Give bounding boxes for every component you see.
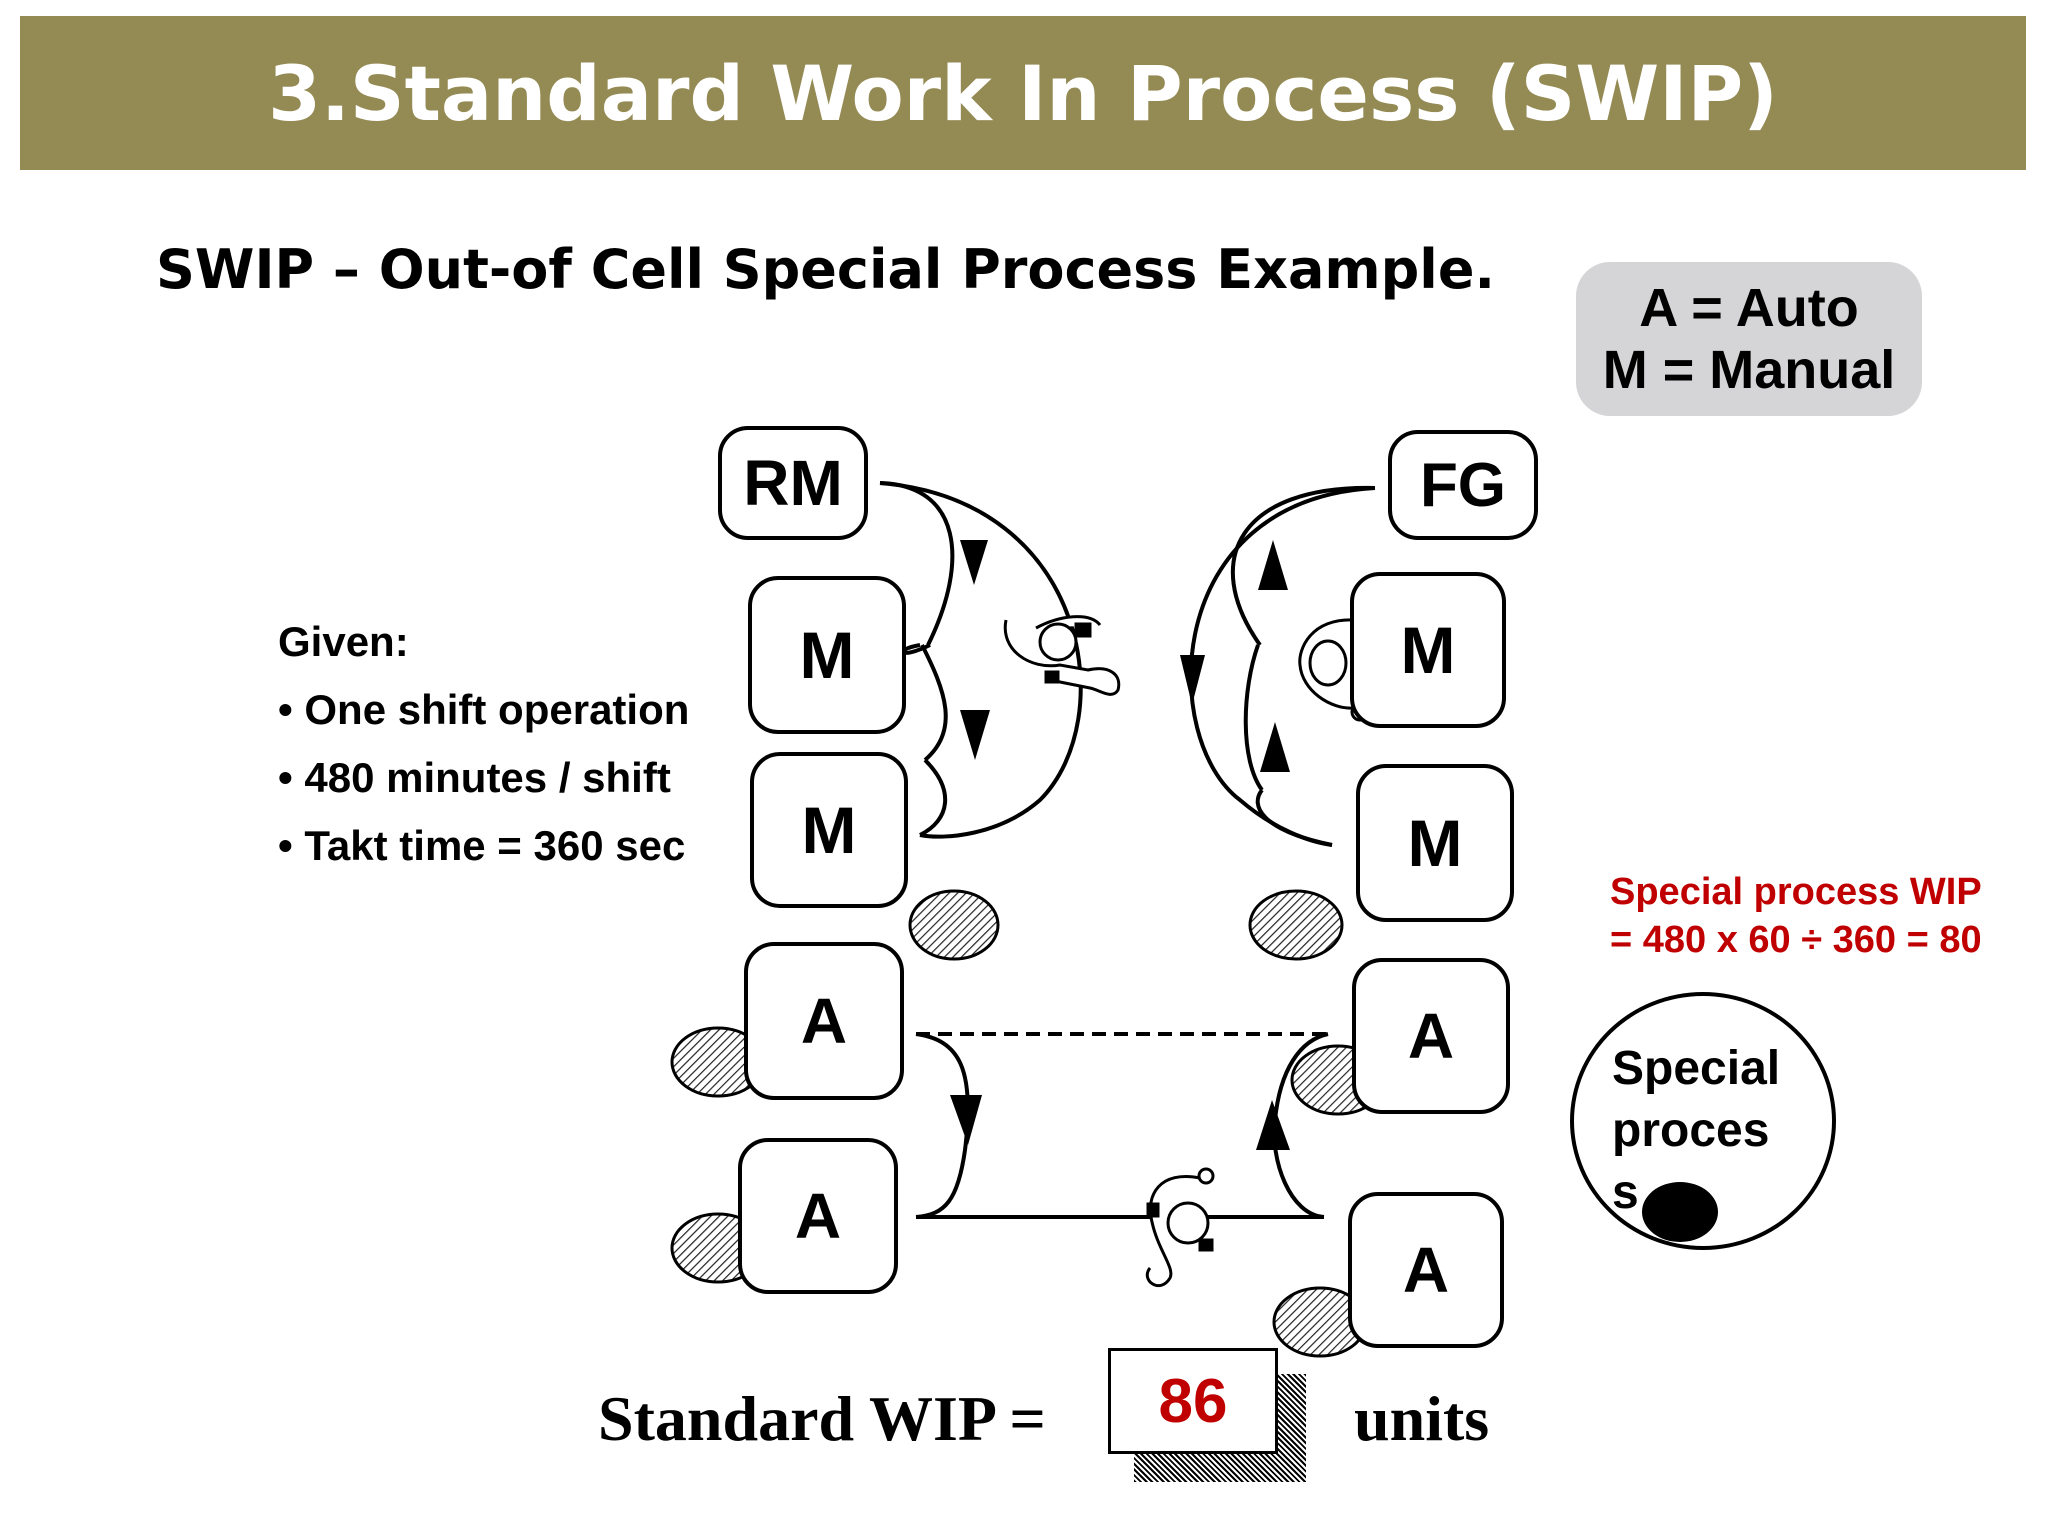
flow-arrow-left-auto: [915, 1032, 970, 1219]
arrowhead-down-2: [960, 710, 990, 760]
slide-subtitle: SWIP – Out-of Cell Special Process Examp…: [156, 238, 1495, 301]
station-left-auto-2: A: [738, 1138, 898, 1294]
flow-arrow-m-to-m: [920, 644, 948, 762]
given-heading: Given:: [278, 618, 409, 665]
special-process-wip-blob: [1642, 1182, 1718, 1242]
given-list: Given: • One shift operation • 480 minut…: [278, 608, 689, 880]
given-item: • One shift operation: [278, 686, 690, 733]
legend-box: A = Auto M = Manual: [1576, 262, 1922, 416]
wip-note-line: Special process WIP: [1610, 871, 1982, 913]
wip-oval: [908, 889, 1000, 961]
station-right-manual-2: M: [1356, 764, 1514, 922]
wip-oval: [1248, 889, 1344, 961]
station-right-auto-2: A: [1348, 1192, 1504, 1348]
station-right-manual-1: M: [1350, 572, 1506, 728]
flow-arrow-m-to-m-right: [1255, 788, 1333, 847]
operator-loop-right: [1188, 486, 1376, 847]
given-item: • Takt time = 360 sec: [278, 822, 686, 869]
special-process-circle: Special proces s: [1570, 992, 1836, 1250]
special-label-line: s: [1612, 1166, 1639, 1219]
given-item: • 480 minutes / shift: [278, 754, 671, 801]
arrowhead-up-2: [1260, 722, 1290, 772]
operator-loop-left: [879, 481, 1083, 839]
special-label-line: Special: [1612, 1042, 1781, 1095]
special-process-wip-note: Special process WIP = 480 x 60 ÷ 360 = 8…: [1610, 868, 1982, 964]
arrowhead-down-4: [950, 1095, 982, 1145]
station-left-manual-2: M: [750, 752, 908, 908]
station-raw-material: RM: [718, 426, 868, 540]
title-banner: 3.Standard Work In Process (SWIP): [20, 16, 2026, 170]
operator-icon: [1146, 1167, 1215, 1287]
standard-wip-unit: units: [1354, 1383, 1490, 1454]
legend-auto: A = Auto: [1639, 278, 1859, 338]
station-left-manual-1: M: [748, 576, 906, 734]
flow-arrow-m-to-fg: [1230, 485, 1376, 647]
station-right-auto-1: A: [1352, 958, 1510, 1114]
special-process-label: Special proces s: [1612, 1038, 1780, 1224]
special-label-line: proces: [1612, 1104, 1770, 1157]
standard-wip-value: 86: [1108, 1348, 1278, 1454]
wip-note-line: = 480 x 60 ÷ 360 = 80: [1610, 919, 1982, 961]
station-left-auto-1: A: [744, 942, 904, 1100]
legend-manual: M = Manual: [1602, 340, 1896, 400]
arrowhead-down-1: [960, 540, 988, 585]
arrowhead-down-3: [1180, 655, 1205, 705]
station-finished-goods: FG: [1388, 430, 1538, 540]
arrowhead-up-1: [1258, 540, 1288, 590]
standard-wip-label: Standard WIP =: [598, 1383, 1046, 1454]
page-title: 3.Standard Work In Process (SWIP): [268, 48, 1778, 138]
arrowhead-up-3: [1256, 1100, 1290, 1150]
operator-icon: [1003, 615, 1121, 696]
